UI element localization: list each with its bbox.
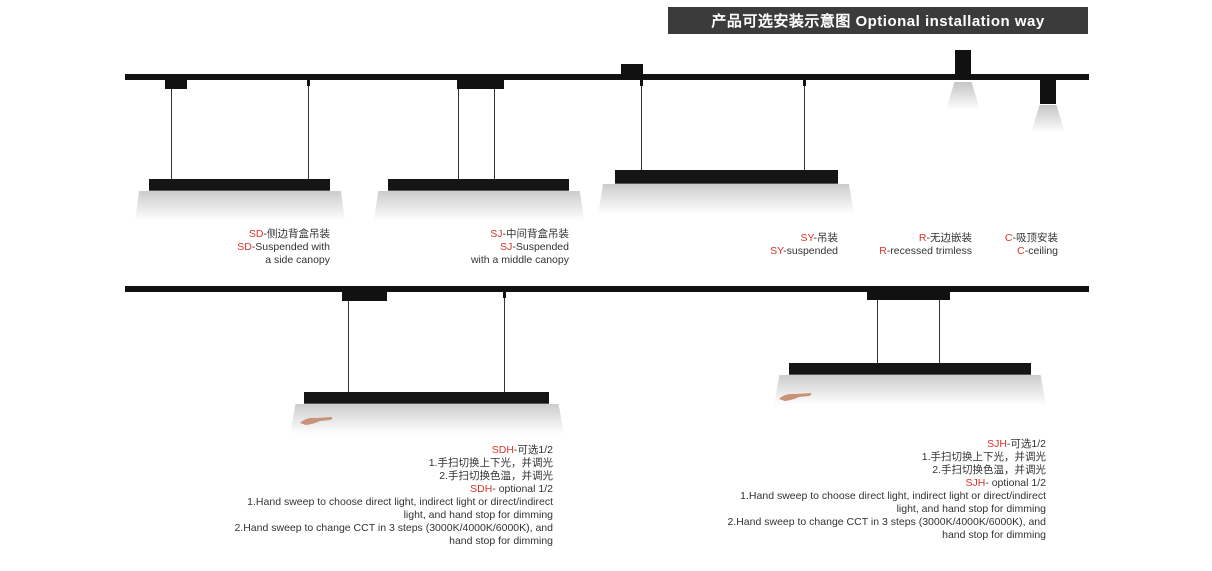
sd-wire-left: [171, 89, 172, 179]
page-title: 产品可选安装示意图 Optional installation way: [711, 13, 1045, 30]
sjh-middle-canopy: [867, 292, 950, 300]
sjh-wire-right: [939, 300, 940, 363]
sy-light-glow: [598, 184, 854, 214]
sj-wire-left: [458, 89, 459, 179]
sdh-wire-left: [348, 301, 349, 392]
sj-light-glow: [374, 191, 584, 221]
ceiling-rail-top: [125, 74, 1089, 80]
sj-linear-fixture: [388, 179, 569, 191]
c-spot-glow: [1031, 105, 1065, 133]
sj-wire-right: [494, 89, 495, 179]
caption-c: C-吸顶安装 C-ceiling: [1004, 232, 1058, 257]
sd-linear-fixture: [149, 179, 330, 191]
ceiling-rail-bottom: [125, 286, 1089, 292]
sd-wire-right: [308, 86, 309, 179]
sdh-wire-anchor: [503, 292, 506, 298]
caption-r: R-无边嵌装 R-recessed trimless: [879, 232, 972, 257]
caption-sd: SD-侧边背盒吊装 SD-Suspended with a side canop…: [237, 228, 330, 266]
caption-sj: SJ-中间背盒吊装 SJ-Suspended with a middle can…: [470, 228, 569, 266]
r-recessed-spot: [955, 50, 971, 75]
sjh-linear-fixture: [789, 363, 1031, 375]
sy-wire-left: [641, 86, 642, 170]
sd-light-glow: [135, 191, 345, 221]
sy-wire-right: [804, 86, 805, 170]
sjh-light-glow: [774, 375, 1046, 405]
sdh-wire-right: [504, 298, 505, 392]
caption-sy: SY-吊装 SY-suspended: [770, 232, 838, 257]
sj-middle-canopy: [457, 80, 504, 89]
sd-wire-anchor: [307, 80, 310, 86]
sy-linear-fixture: [615, 170, 838, 184]
sd-side-canopy: [165, 80, 187, 89]
sdh-linear-fixture: [304, 392, 549, 404]
c-ceiling-spot: [1040, 80, 1056, 104]
sdh-hand-sweep-icon: [300, 417, 333, 425]
sdh-light-glow: [290, 404, 564, 434]
sdh-side-canopy: [342, 292, 387, 301]
caption-sjh: SJH-可选1/2 1.手扫切换上下光，并调光 2.手扫切换色温，并调光 SJH…: [727, 438, 1046, 541]
sy-wire-anchor-left: [640, 80, 643, 86]
sy-wire-anchor-right: [803, 80, 806, 86]
header-banner: 产品可选安装示意图 Optional installation way: [668, 7, 1088, 34]
caption-sdh: SDH-可选1/2 1.手扫切换上下光，并调光 2.手扫切换色温，并调光 SDH…: [234, 444, 553, 547]
sjh-wire-left: [877, 300, 878, 363]
r-spot-glow: [946, 82, 980, 110]
sy-canopy: [621, 64, 643, 75]
sjh-hand-sweep-icon: [779, 393, 812, 401]
